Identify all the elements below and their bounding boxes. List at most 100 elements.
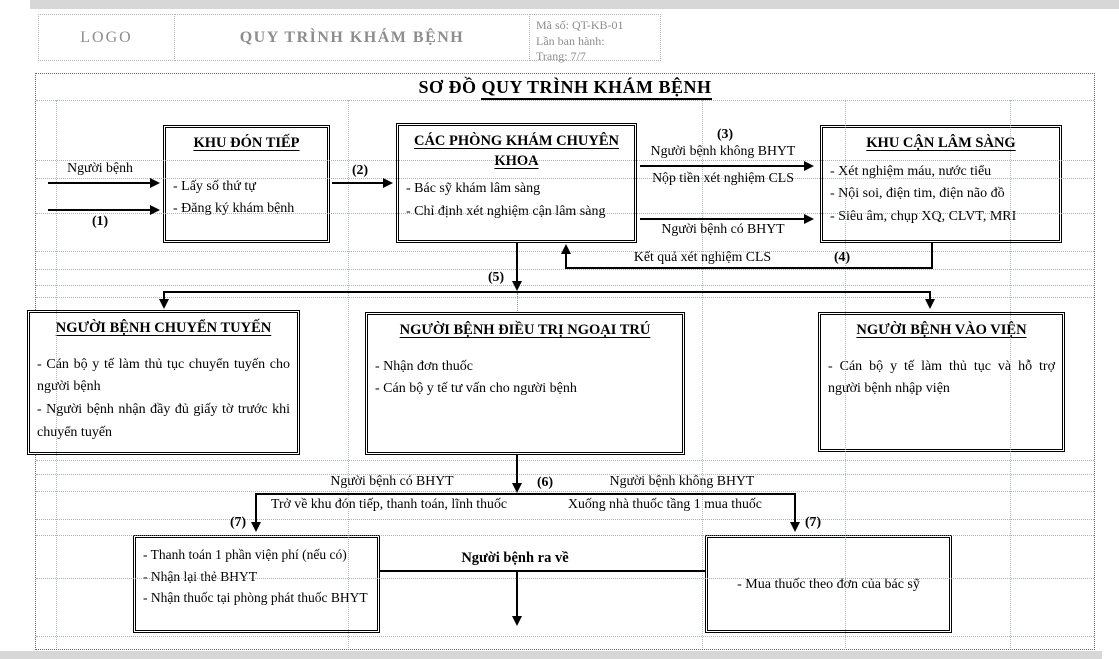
box-item: - Nhận lại thẻ BHYT — [143, 568, 257, 584]
doc-page: Trang: 7/7 — [536, 49, 586, 64]
box-item: - Xét nghiệm máu, nước tiểu — [830, 163, 992, 179]
box-title: KHU ĐÓN TIẾP — [193, 135, 300, 151]
logo-cell: LOGO — [38, 14, 175, 61]
label-step1: (1) — [91, 213, 109, 228]
box-item: - Lấy số thứ tự — [173, 178, 256, 194]
box-transfer-patient: NGƯỜI BỆNH CHUYỂN TUYẾN - Cán bộ y tế là… — [27, 310, 300, 455]
gridline — [348, 100, 349, 648]
label-step5: (5) — [487, 269, 505, 284]
box-inpatient: NGƯỜI BỆNH VÀO VIỆN - Cán bộ y tế làm th… — [818, 312, 1065, 452]
line-step4-horizontal — [565, 267, 933, 269]
line-step4-left — [565, 253, 567, 268]
arrowhead — [925, 299, 935, 309]
box-bhyt-settlement: - Thanh toán 1 phần viện phí (nếu có) - … — [133, 535, 380, 633]
arrowhead — [804, 214, 814, 224]
gridline — [36, 460, 1094, 461]
line-drop-center-dotted — [517, 293, 518, 311]
label-no-bhyt-top: Người bệnh không BHYT — [650, 143, 796, 158]
label-step2: (2) — [351, 162, 369, 177]
arrow-has-bhyt — [640, 218, 806, 220]
box-specialty-clinics: CÁC PHÒNG KHÁM CHUYÊN KHOA - Bác sỹ khám… — [396, 123, 637, 243]
box-title: KHU CẬN LÂM SÀNG — [866, 135, 1016, 151]
label-step6: (6) — [536, 474, 554, 489]
box-paraclinical: KHU CẬN LÂM SÀNG - Xét nghiệm máu, nước … — [820, 125, 1062, 243]
arrowhead — [159, 299, 169, 309]
diagram-title: SƠ ĐỒ QUY TRÌNH KHÁM BỆNH — [35, 77, 1095, 100]
gridline — [56, 100, 57, 648]
box-item: - Cán bộ y tế làm thủ tục và hỗ trợ ngườ… — [828, 358, 1055, 397]
box-item: - Nhận thuốc tại phòng phát thuốc BHYT — [143, 590, 368, 606]
gridline — [36, 285, 1094, 286]
document-info-cell: Mã số: QT-KB-01 Lần ban hành: Trang: 7/7 — [529, 14, 661, 63]
box-item: - Người bệnh nhận đầy đủ giấy tờ trước k… — [37, 401, 290, 440]
box-item: - Cán bộ y tế làm thủ tục chuyển tuyến c… — [37, 356, 290, 395]
box-title: CÁC PHÒNG KHÁM CHUYÊN KHOA — [413, 133, 619, 169]
arrowhead — [383, 178, 393, 188]
document-title-cell: QUY TRÌNH KHÁM BỆNH — [174, 14, 530, 61]
gridline — [36, 535, 1094, 536]
line-exit — [516, 570, 518, 618]
arrowhead — [150, 178, 160, 188]
label-step4: (4) — [833, 249, 851, 264]
line-go-home — [380, 570, 705, 572]
diagram-title-underlined: QUY TRÌNH KHÁM BỆNH — [481, 77, 712, 100]
top-grey-band — [30, 0, 1119, 9]
arrowhead — [804, 161, 814, 171]
arrowhead — [512, 616, 522, 626]
box-item: - Đăng ký khám bệnh — [173, 201, 295, 217]
line-drop-right — [929, 291, 931, 301]
arrow-patient-top — [48, 182, 152, 184]
diagram-title-prefix: SƠ ĐỒ — [418, 77, 482, 97]
arrow-patient-bottom — [48, 209, 152, 211]
doc-issue: Lần ban hành: — [536, 33, 605, 48]
gridline — [36, 297, 1094, 298]
gridline — [36, 519, 1094, 520]
doc-code: Mã số: QT-KB-01 — [536, 18, 624, 32]
label-patient: Người bệnh — [67, 160, 133, 175]
gridline — [36, 474, 1094, 475]
label-no-bhyt-bottom: Người bệnh không BHYT — [609, 473, 755, 488]
box-title: NGƯỜI BỆNH ĐIỀU TRỊ NGOẠI TRÚ — [399, 322, 651, 338]
arrowhead — [561, 244, 571, 254]
line-step7-right — [794, 493, 796, 524]
label-has-bhyt-bottom: Người bệnh có BHYT — [330, 473, 454, 488]
box-title: NGƯỜI BỆNH CHUYỂN TUYẾN — [55, 320, 272, 336]
line-step6 — [516, 455, 518, 485]
gridline — [36, 160, 1094, 161]
box-item: - Cán bộ y tế tư vấn cho người bệnh — [375, 381, 577, 397]
gridline — [1010, 100, 1011, 648]
gridline — [36, 491, 1094, 492]
label-pay-cls: Nộp tiền xét nghiệm CLS — [652, 170, 794, 185]
line-distribution — [163, 291, 931, 293]
gridline — [36, 636, 1094, 637]
box-title: NGƯỜI BỆNH VÀO VIỆN — [856, 322, 1027, 338]
arrowhead — [512, 483, 522, 493]
label-go-pharmacy: Xuống nhà thuốc tầng 1 mua thuốc — [568, 496, 762, 511]
gridline — [36, 100, 1094, 101]
line-step4-right — [931, 243, 933, 269]
line-drop-left — [163, 291, 165, 301]
gridline — [845, 100, 846, 648]
label-step7-right: (7) — [804, 514, 822, 529]
line-split — [255, 493, 796, 495]
box-item: - Siêu âm, chụp XQ, CLVT, MRI — [830, 208, 1017, 224]
label-step3: (3) — [716, 126, 734, 141]
label-return-reception: Trở về khu đón tiếp, thanh toán, lĩnh th… — [271, 496, 507, 511]
line-step7-left — [255, 493, 257, 524]
gridline — [36, 178, 1094, 179]
box-reception: KHU ĐÓN TIẾP - Lấy số thứ tự - Đăng ký k… — [163, 125, 330, 243]
box-item: - Mua thuốc theo đơn của bác sỹ — [737, 576, 920, 592]
label-cls-result: Kết quả xét nghiệm CLS — [633, 249, 772, 264]
document-title: QUY TRÌNH KHÁM BỆNH — [239, 28, 465, 46]
box-item: - Bác sỹ khám lâm sàng — [406, 181, 541, 197]
arrow-no-bhyt — [640, 165, 806, 167]
box-outpatient: NGƯỜI BỆNH ĐIỀU TRỊ NGOẠI TRÚ - Nhận đơn… — [365, 312, 685, 455]
gridline — [36, 213, 1094, 214]
box-item: - Chỉ định xét nghiệm cận lâm sàng — [406, 203, 606, 219]
box-item: - Nhận đơn thuốc — [375, 358, 473, 374]
label-go-home: Người bệnh ra về — [461, 550, 569, 566]
logo-text: LOGO — [80, 28, 133, 46]
box-item: - Thanh toán 1 phần viện phí (nếu có) — [143, 547, 347, 562]
arrowhead — [790, 522, 800, 532]
